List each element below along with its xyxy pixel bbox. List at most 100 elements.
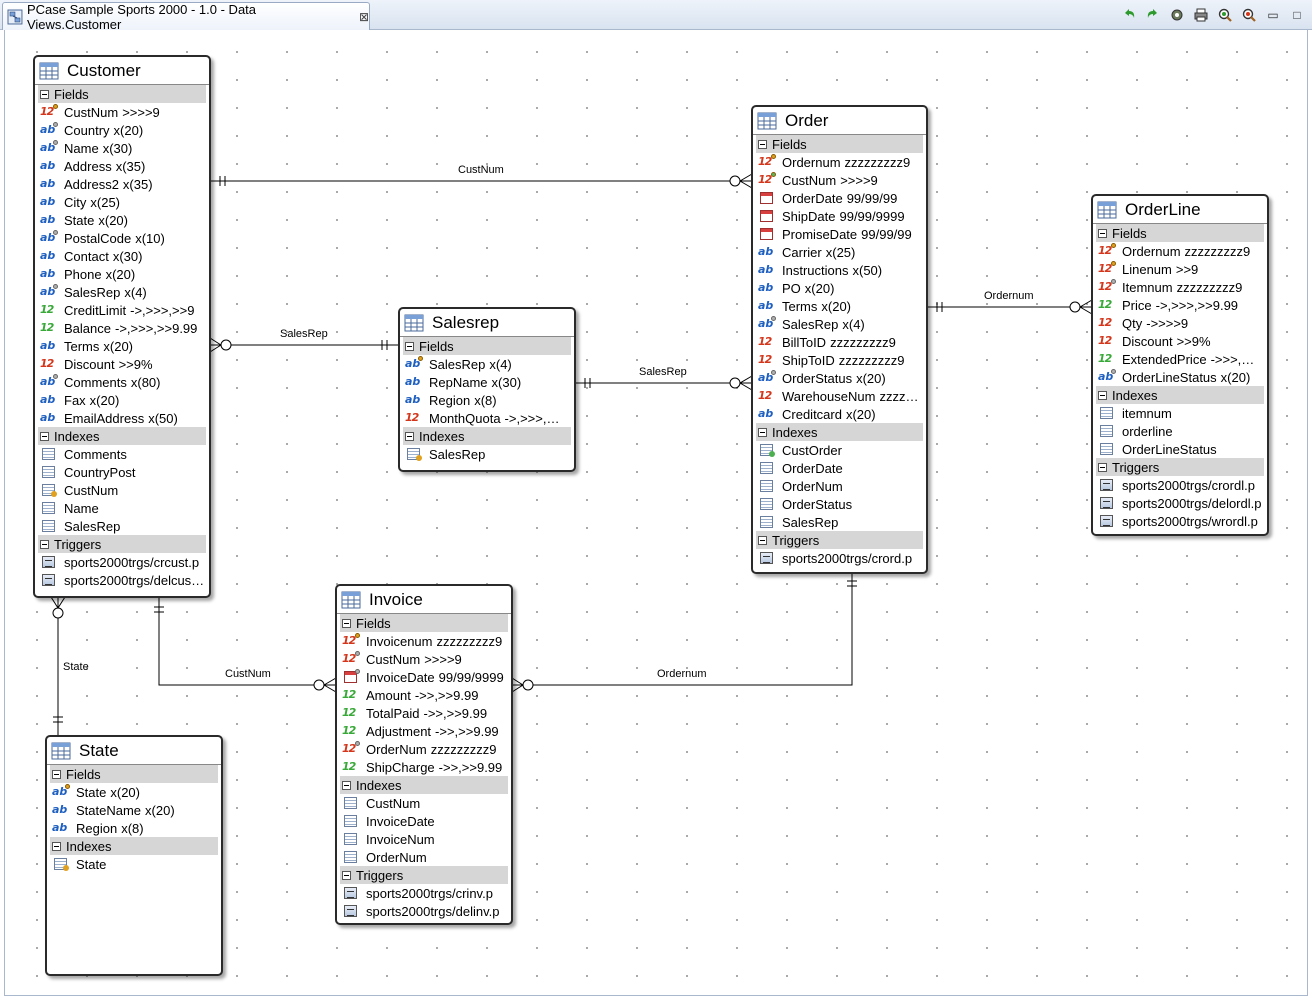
section-indexes-header[interactable]: Indexes (50, 837, 218, 855)
collapse-icon[interactable] (758, 535, 767, 545)
index-row[interactable]: CustNum (35, 481, 209, 499)
close-icon[interactable]: ⊠ (358, 9, 369, 24)
trigger-row[interactable]: sports2000trgs/crinv.p (337, 884, 511, 902)
collapse-icon[interactable] (758, 139, 767, 149)
index-row[interactable]: itemnum (1093, 404, 1267, 422)
section-indexes-header[interactable]: Indexes (1096, 386, 1264, 404)
index-row[interactable]: orderline (1093, 422, 1267, 440)
print-icon[interactable] (1190, 5, 1212, 25)
collapse-icon[interactable] (342, 870, 351, 880)
section-fields-header[interactable]: Fields (340, 614, 508, 632)
collapse-icon[interactable] (1098, 228, 1107, 238)
index-row[interactable]: OrderNum (337, 848, 511, 866)
table-title[interactable]: Invoice (337, 586, 511, 614)
table-title[interactable]: State (47, 737, 221, 765)
section-indexes-header[interactable]: Indexes (38, 427, 206, 445)
section-triggers-header[interactable]: Triggers (340, 866, 508, 884)
settings-icon[interactable] (1166, 5, 1188, 25)
trigger-row[interactable]: sports2000trgs/delordl.p (1093, 494, 1267, 512)
section-fields-header[interactable]: Fields (1096, 224, 1264, 242)
table-title[interactable]: Salesrep (400, 309, 574, 337)
collapse-icon[interactable] (52, 769, 61, 779)
index-row[interactable]: SalesRep (753, 513, 926, 531)
index-row[interactable]: OrderStatus (753, 495, 926, 513)
collapse-icon[interactable] (40, 431, 49, 441)
minimize-button[interactable]: ▭ (1267, 8, 1279, 22)
collapse-icon[interactable] (758, 427, 767, 437)
index-row[interactable]: State (47, 855, 221, 873)
trigger-row[interactable]: sports2000trgs/delinv.p (337, 902, 511, 920)
collapse-icon[interactable] (1098, 462, 1107, 472)
table-title[interactable]: Customer (35, 57, 209, 85)
index-row[interactable]: OrderNum (753, 477, 926, 495)
table-title[interactable]: OrderLine (1093, 196, 1267, 224)
zoom-in-icon[interactable] (1214, 5, 1236, 25)
index-row[interactable]: CustOrder (753, 441, 926, 459)
trigger-row[interactable]: sports2000trgs/wrordl.p (1093, 512, 1267, 530)
trigger-row[interactable]: sports2000trgs/crcust.p (35, 553, 209, 571)
table-title[interactable]: Order (753, 107, 926, 135)
section-indexes-header[interactable]: Indexes (403, 427, 571, 445)
maximize-button[interactable]: □ (1293, 8, 1301, 22)
section-fields-header[interactable]: Fields (756, 135, 923, 153)
editor-tab[interactable]: PCase Sample Sports 2000 - 1.0 - Data Vi… (2, 2, 370, 32)
collapse-icon[interactable] (405, 431, 414, 441)
index-row[interactable]: InvoiceDate (337, 812, 511, 830)
collapse-icon[interactable] (40, 539, 49, 549)
index-row[interactable]: Comments (35, 445, 209, 463)
collapse-icon[interactable] (1098, 390, 1107, 400)
index-row[interactable]: OrderLineStatus (1093, 440, 1267, 458)
index-row[interactable]: CountryPost (35, 463, 209, 481)
trigger-row[interactable]: sports2000trgs/delcus… (35, 571, 209, 589)
section-fields-header[interactable]: Fields (38, 85, 206, 103)
section-triggers-header[interactable]: Triggers (38, 535, 206, 553)
index-row[interactable]: CustNum (337, 794, 511, 812)
section-triggers-header[interactable]: Triggers (756, 531, 923, 549)
zoom-out-icon[interactable] (1238, 5, 1260, 25)
section-fields-header[interactable]: Fields (403, 337, 571, 355)
